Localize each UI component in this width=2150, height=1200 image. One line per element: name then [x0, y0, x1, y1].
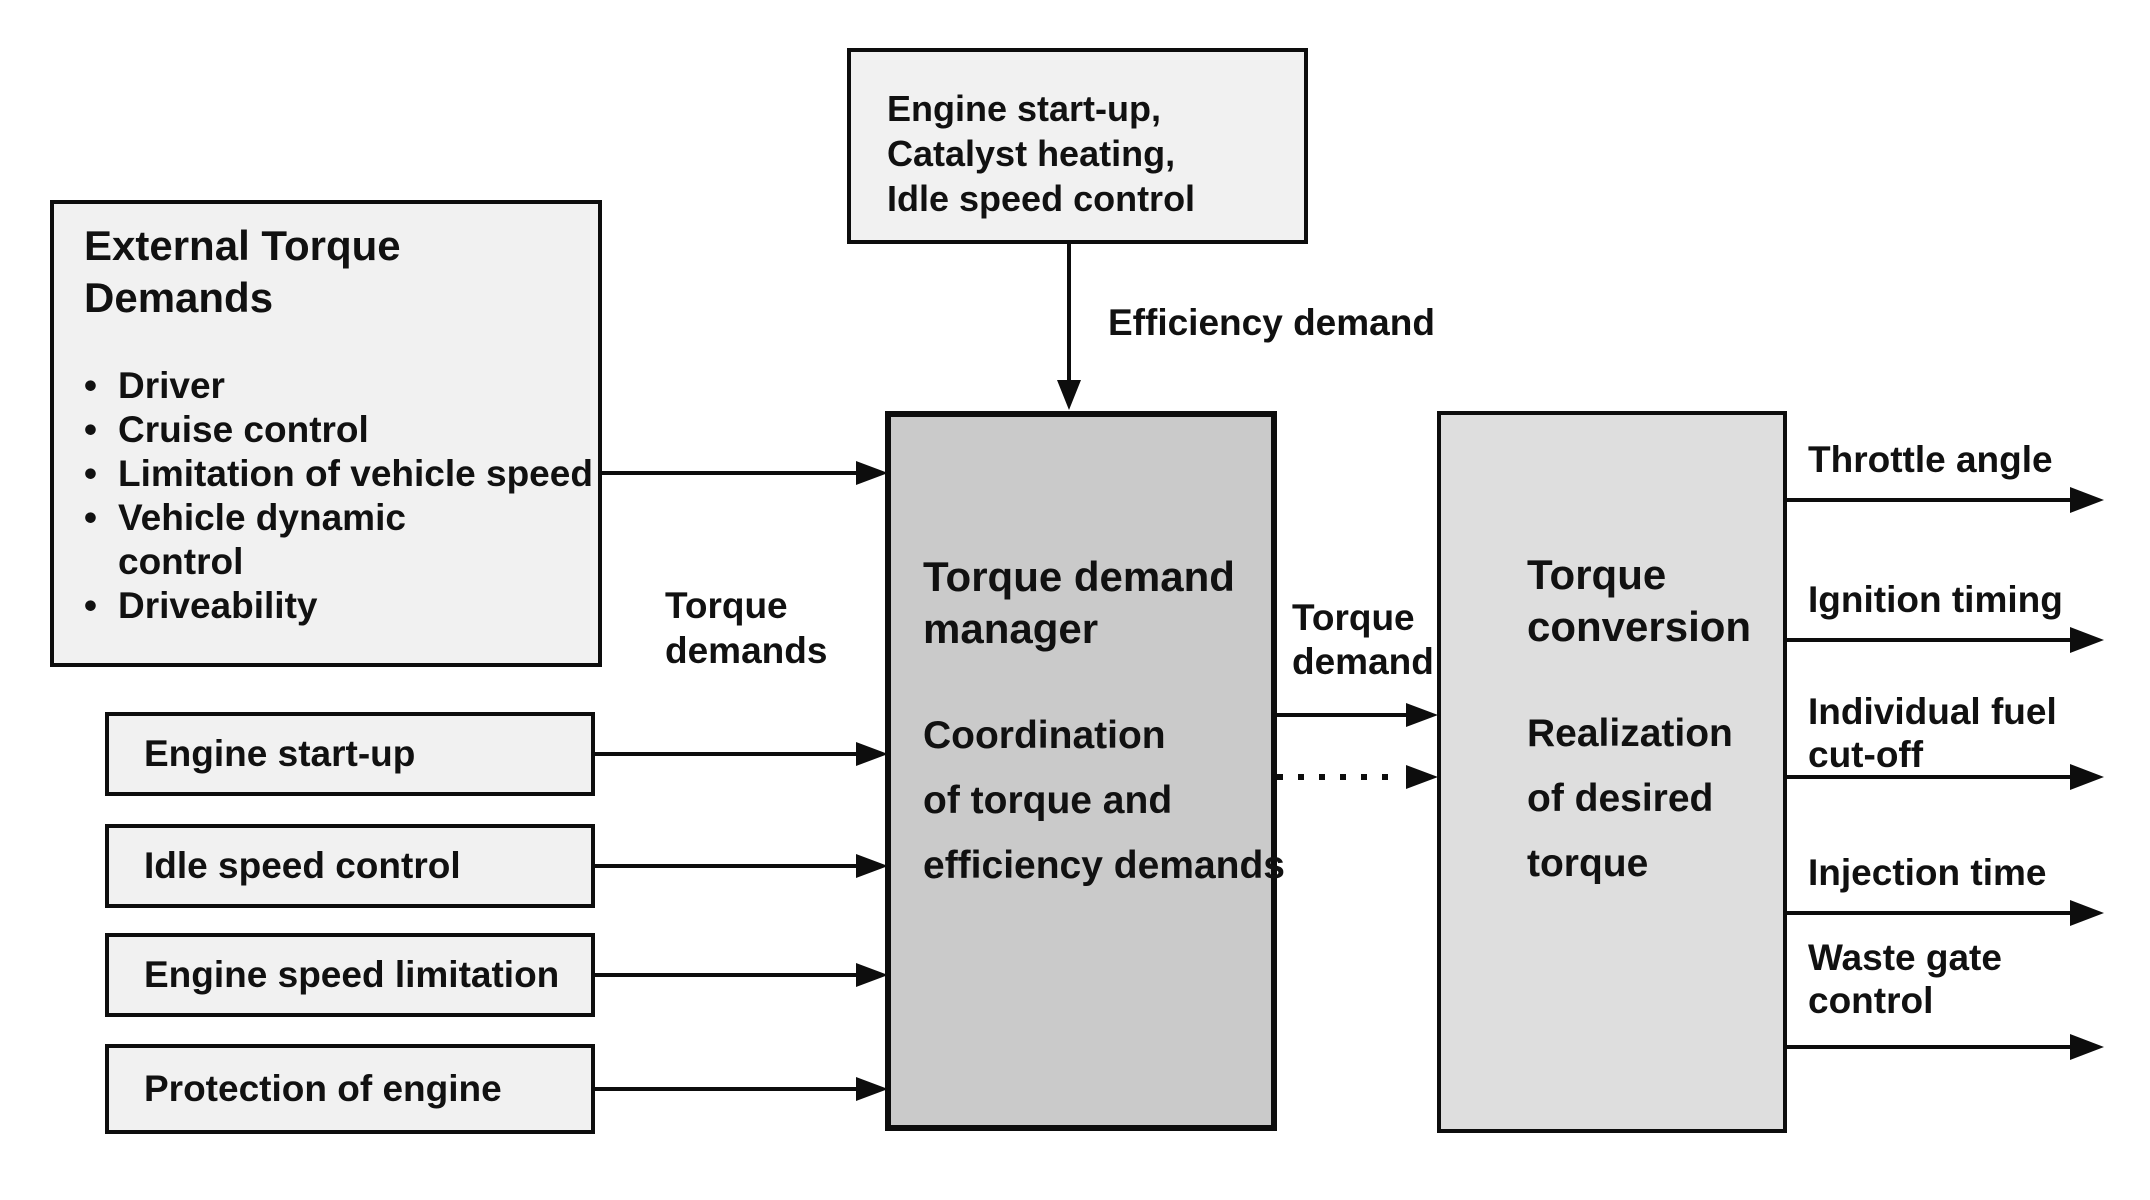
label-torque-demands: Torque demands [665, 585, 828, 671]
arrow-manager-to-conversion-dotted [1277, 765, 1438, 789]
arrow-startup-to-manager [1057, 244, 1081, 410]
manager-title: Torque demand manager [923, 553, 1235, 652]
arrow-engine-startup-to-manager [595, 742, 888, 766]
arrow-output-ignition-timing [1787, 627, 2104, 653]
node-engine-speed-limitation: Engine speed limitation [105, 933, 595, 1017]
node-startup-line: Idle speed control [887, 178, 1196, 219]
node-startup-catalyst-idle: Engine start-up, Catalyst heating, Idle … [847, 48, 1308, 244]
node-external-torque-demands: External Torque Demands •Driver •Cruise … [50, 200, 602, 667]
arrow-output-fuel-cutoff [1787, 764, 2104, 790]
bullet-icon: • [84, 497, 97, 538]
label-output-ignition-timing: Ignition timing [1808, 579, 2063, 620]
external-demands-title: External Torque Demands [84, 222, 401, 321]
bullet-icon: • [84, 585, 97, 626]
label-output-individual-fuel-cutoff: Individual fuel cut-off [1808, 691, 2057, 775]
arrow-manager-to-conversion-solid [1277, 703, 1438, 727]
list-item: •Driveability [84, 585, 318, 626]
list-item-wrap: control [118, 541, 244, 582]
arrow-external-to-manager [602, 461, 888, 485]
node-protection-of-engine: Protection of engine [105, 1044, 595, 1134]
label-output-injection-time: Injection time [1808, 852, 2047, 893]
list-item: •Vehicle dynamic [84, 497, 406, 538]
arrow-output-waste-gate [1787, 1034, 2104, 1060]
label-output-waste-gate-control: Waste gate control [1808, 937, 2002, 1021]
conversion-description: Realization of desired torque [1527, 712, 1733, 885]
bullet-icon: • [84, 365, 97, 406]
conversion-title: Torque conversion [1527, 551, 1752, 650]
arrow-output-injection-time [1787, 900, 2104, 926]
node-startup-line: Engine start-up, [887, 88, 1162, 129]
bullet-icon: • [84, 409, 97, 450]
list-item: •Driver [84, 365, 225, 406]
list-item: •Cruise control [84, 409, 369, 450]
label-torque-demand: Torque demand [1292, 597, 1434, 682]
arrow-idle-speed-to-manager [595, 854, 888, 878]
node-startup-line: Catalyst heating, [887, 133, 1176, 174]
node-torque-demand-manager: Torque demand manager Coordination of to… [885, 411, 1285, 1131]
arrow-protection-to-manager [595, 1077, 888, 1101]
node-torque-conversion: Torque conversion Realization of desired… [1437, 411, 1787, 1133]
label-output-throttle-angle: Throttle angle [1808, 439, 2053, 480]
list-item: •Limitation of vehicle speed [84, 453, 593, 494]
manager-description: Coordination of torque and efficiency de… [923, 714, 1285, 887]
bullet-icon: • [84, 453, 97, 494]
arrow-speed-limitation-to-manager [595, 963, 888, 987]
node-idle-speed-control: Idle speed control [105, 824, 595, 908]
arrow-output-throttle-angle [1787, 487, 2104, 513]
label-efficiency-demand: Efficiency demand [1108, 302, 1435, 343]
node-engine-start-up: Engine start-up [105, 712, 595, 796]
external-demands-list: •Driver •Cruise control •Limitation of v… [54, 364, 598, 628]
